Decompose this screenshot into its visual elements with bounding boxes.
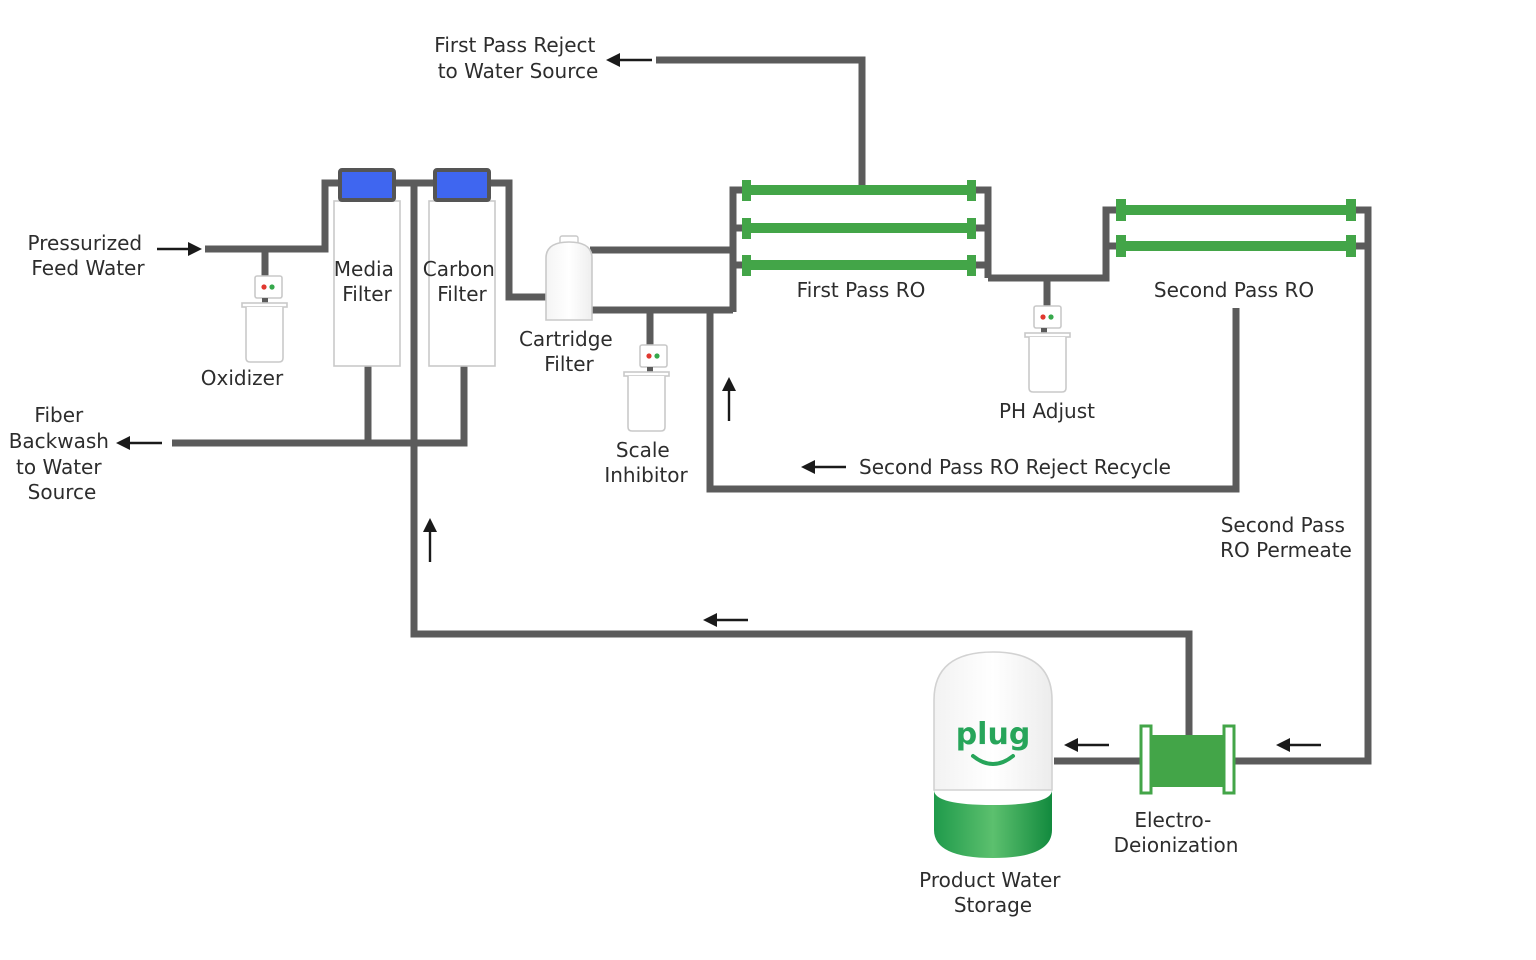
product-water-tank: plug	[933, 651, 1053, 858]
ro1-to-ro2-pipe	[988, 206, 1120, 282]
arrow-left-icon	[1064, 738, 1109, 752]
media-filter-label: Media Filter	[334, 257, 400, 306]
scale-inhibitor-label: Scale Inhibitor	[604, 438, 688, 487]
plug-logo: plug	[956, 717, 1031, 752]
pressurized-feed-label: Pressurized Feed Water	[28, 231, 149, 280]
arrow-left-icon	[1276, 738, 1321, 752]
oxidizer-doser	[241, 275, 288, 363]
reject-recycle-label: Second Pass RO Reject Recycle	[859, 455, 1171, 479]
ro1-left-header	[729, 186, 745, 312]
first-pass-ro-label: First Pass RO	[797, 278, 926, 302]
second-pass-permeate-label: Second Pass RO Permeate	[1220, 513, 1352, 562]
cartridge-filter	[545, 235, 593, 321]
edi-return-pipe	[410, 183, 1193, 735]
arrow-right-icon	[157, 242, 202, 256]
cartridge-filter-label: Cartridge Filter	[519, 327, 619, 376]
arrow-left-icon	[703, 613, 748, 627]
oxidizer-label: Oxidizer	[201, 366, 284, 390]
media-filter	[333, 168, 401, 367]
scale-inhibitor-doser	[623, 344, 670, 432]
carbon-filter	[428, 168, 496, 367]
backwash-pipe	[172, 366, 468, 447]
carbon-filter-label: Carbon Filter	[423, 257, 501, 306]
reject-recycle-pipe	[706, 308, 1240, 493]
arrow-left-icon	[801, 460, 846, 474]
product-water-storage-label: Product Water Storage	[919, 868, 1067, 917]
first-pass-reject-label: First Pass Reject to Water Source	[434, 33, 601, 83]
pipe-network	[172, 56, 1372, 765]
arrow-up-icon	[423, 518, 437, 562]
arrow-left-icon	[116, 436, 162, 450]
ph-adjust-label: PH Adjust	[999, 399, 1095, 423]
fiber-backwash-label: Fiber Backwash to Water Source	[9, 403, 116, 504]
ro1-right-header	[976, 186, 992, 278]
arrow-left-icon	[606, 53, 652, 67]
second-pass-ro	[1116, 199, 1356, 257]
electro-deionization-label: Electro- Deionization	[1114, 808, 1239, 857]
arrow-up-icon	[722, 377, 736, 421]
feed-pipe	[205, 179, 342, 253]
electro-deionization-unit	[1139, 724, 1236, 795]
carbon-to-cartridge-pipe	[488, 179, 548, 301]
status-lamp-icon	[261, 284, 267, 290]
first-pass-ro	[742, 180, 976, 276]
ro2-permeate-pipe	[1234, 206, 1372, 765]
labels: First Pass Reject to Water Source Pressu…	[9, 33, 1352, 917]
second-pass-ro-label: Second Pass RO	[1154, 278, 1314, 302]
first-pass-reject-pipe	[656, 56, 866, 188]
logo-smile-icon	[971, 754, 1015, 766]
ph-adjust-doser	[1024, 305, 1071, 393]
flow-arrows	[116, 53, 1321, 752]
